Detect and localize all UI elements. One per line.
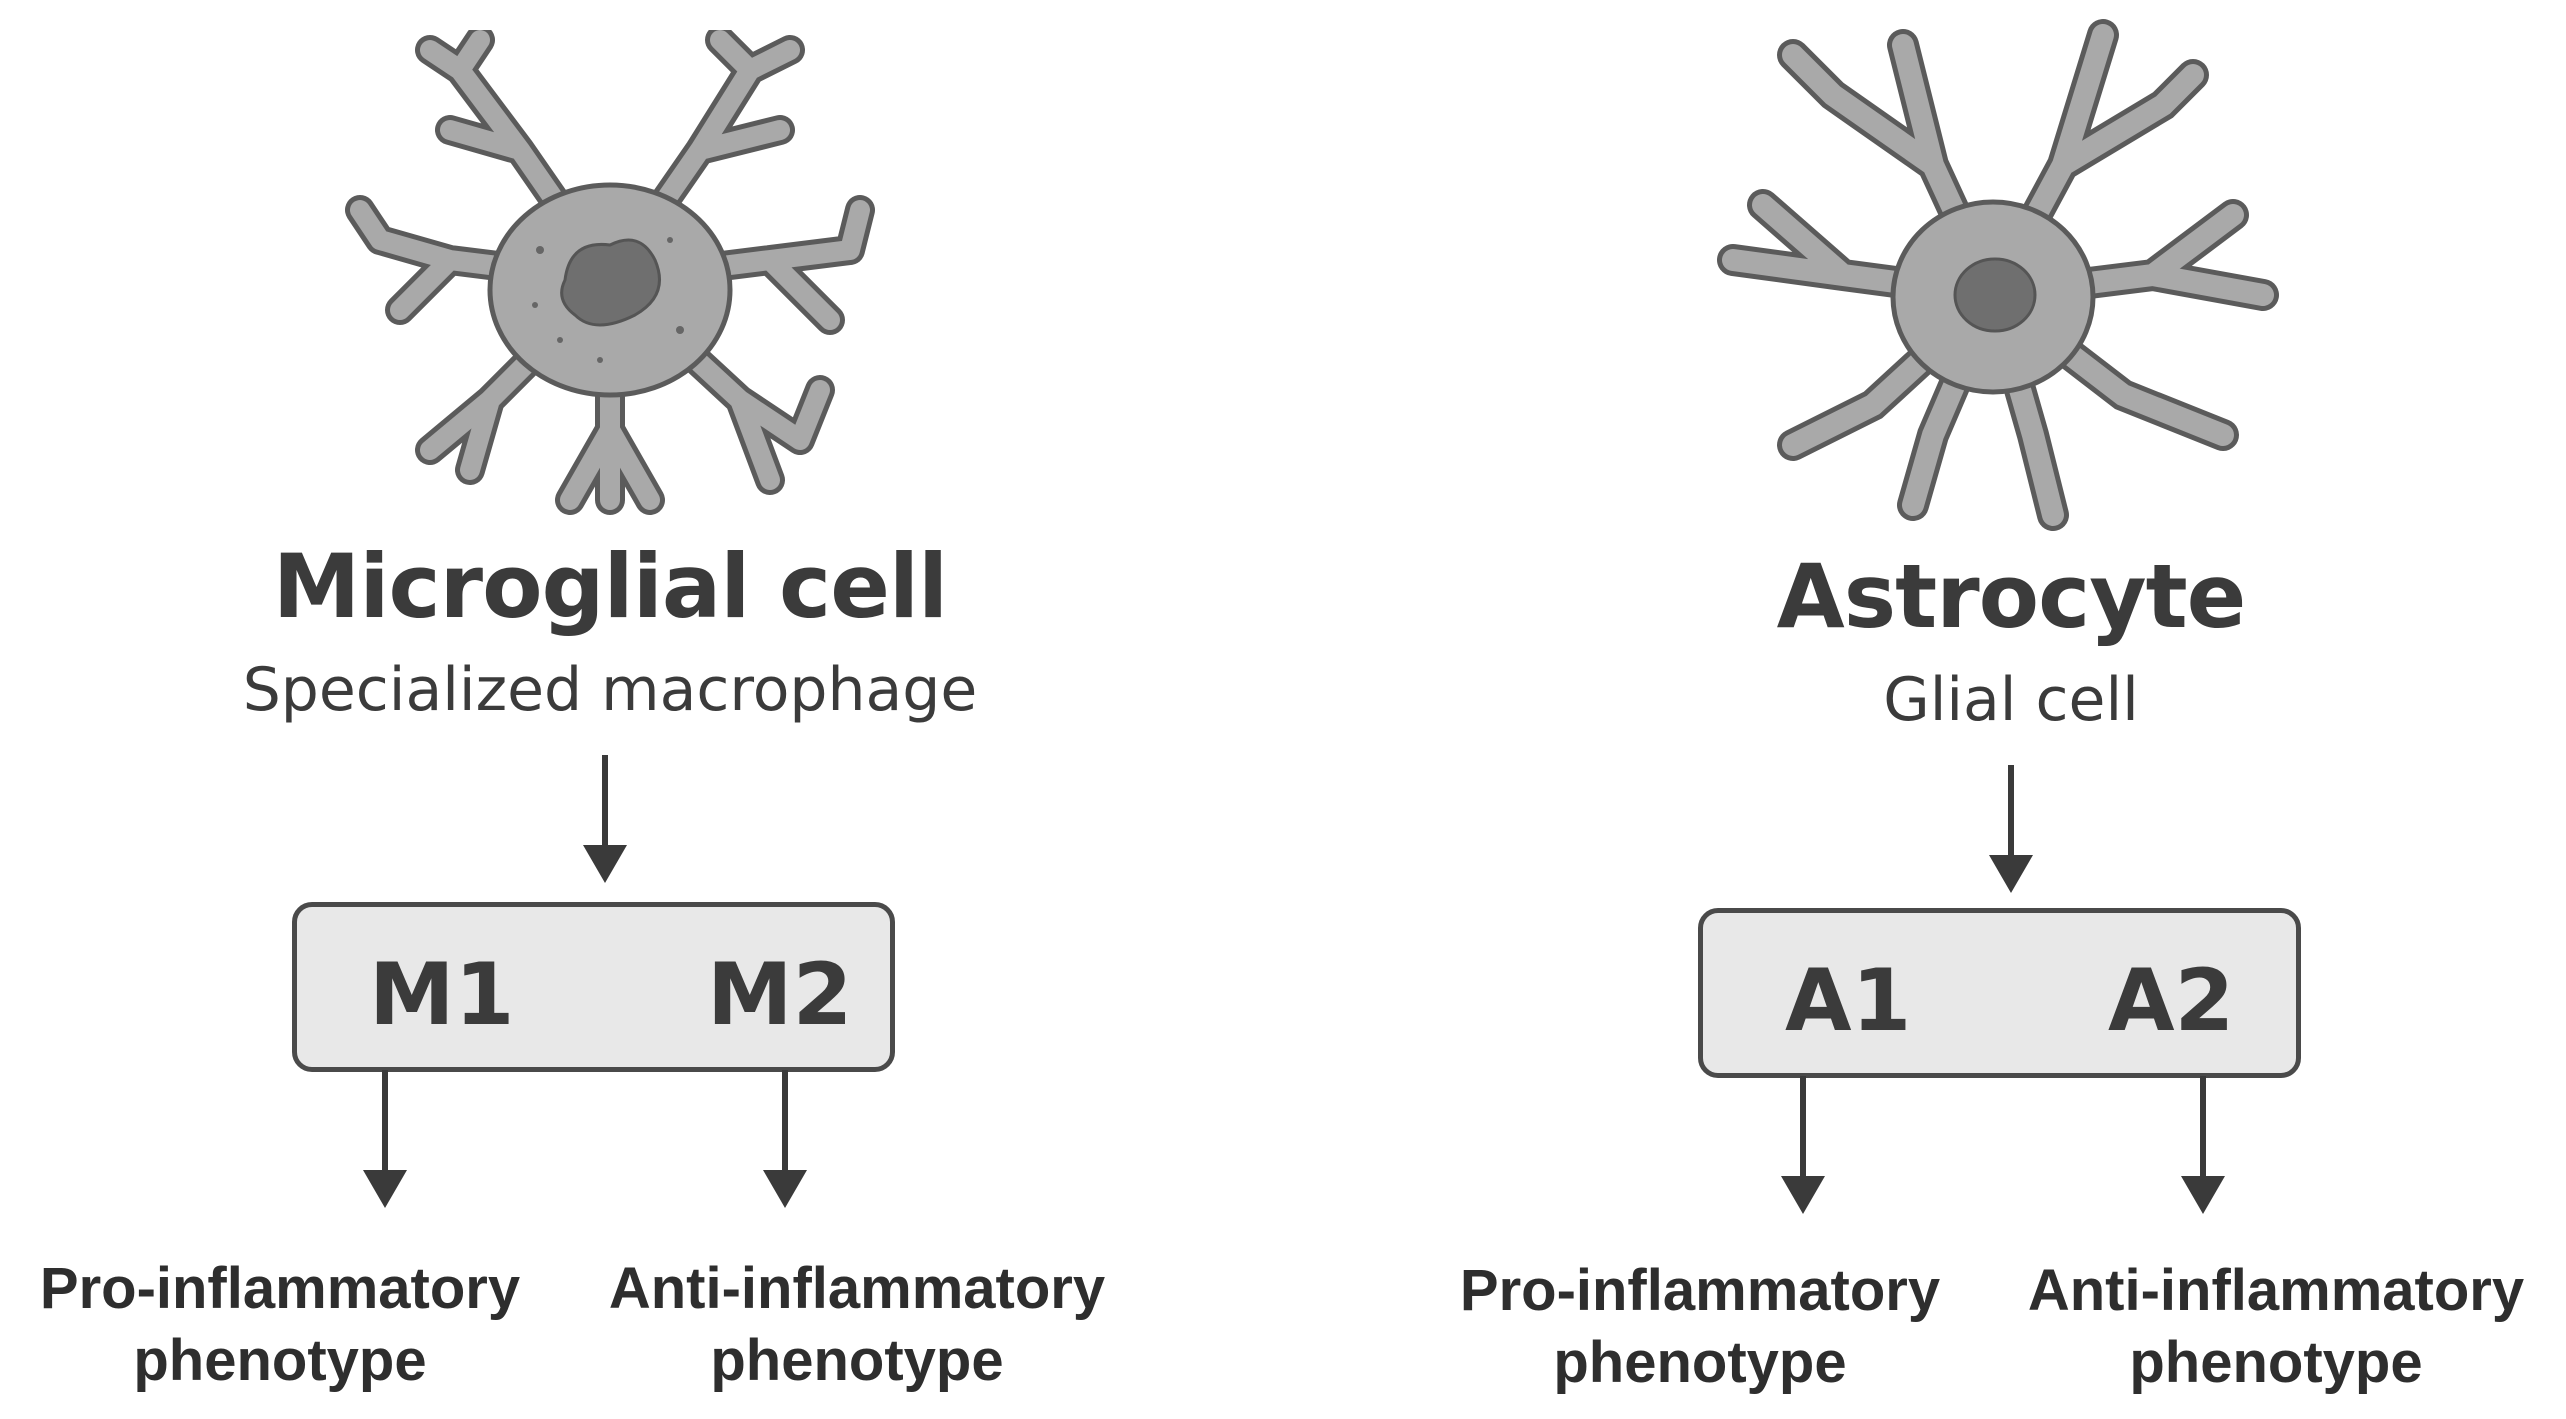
a1-phenotype-label: Pro-inflammatory phenotype xyxy=(1459,1258,1941,1395)
astrocyte-title: Astrocyte xyxy=(1776,545,2247,648)
astrocyte-phenotype-box: A1 A2 xyxy=(1698,908,2301,1078)
microglia-panel: Microglial cell Specialized macrophage M… xyxy=(39,30,1106,1393)
microglia-nucleus xyxy=(560,238,661,327)
astrocyte-panel: Astrocyte Glial cell A1 A2 Pro-inflammat… xyxy=(1283,0,2566,1419)
astrocyte-nucleus xyxy=(1953,257,2037,333)
a2-down-arrow xyxy=(2181,1076,2225,1214)
a2-label: A2 xyxy=(2108,951,2235,1051)
microglia-title: Microglial cell xyxy=(272,535,948,638)
m1-phenotype-label: Pro-inflammatory phenotype xyxy=(39,1256,521,1393)
astrocyte-subtitle: Glial cell xyxy=(1883,665,2139,735)
microglia-subtitle: Specialized macrophage xyxy=(242,655,978,725)
a2-phenotype-label: Anti-inflammatory phenotype xyxy=(2027,1258,2525,1395)
astrocyte-down-arrow xyxy=(1989,765,2033,893)
m1-down-arrow xyxy=(363,1070,407,1208)
microglia-down-arrow xyxy=(583,755,627,883)
a1-label: A1 xyxy=(1785,951,1912,1051)
m2-phenotype-label: Anti-inflammatory phenotype xyxy=(608,1256,1106,1393)
m1-label: M1 xyxy=(369,945,515,1045)
a1-down-arrow xyxy=(1781,1076,1825,1214)
microglia-phenotype-box: M1 M2 xyxy=(292,902,895,1072)
m2-down-arrow xyxy=(763,1070,807,1208)
m2-label: M2 xyxy=(707,945,853,1045)
astrocyte-illustration xyxy=(1717,19,2279,531)
microglial-cell-illustration xyxy=(345,30,875,515)
